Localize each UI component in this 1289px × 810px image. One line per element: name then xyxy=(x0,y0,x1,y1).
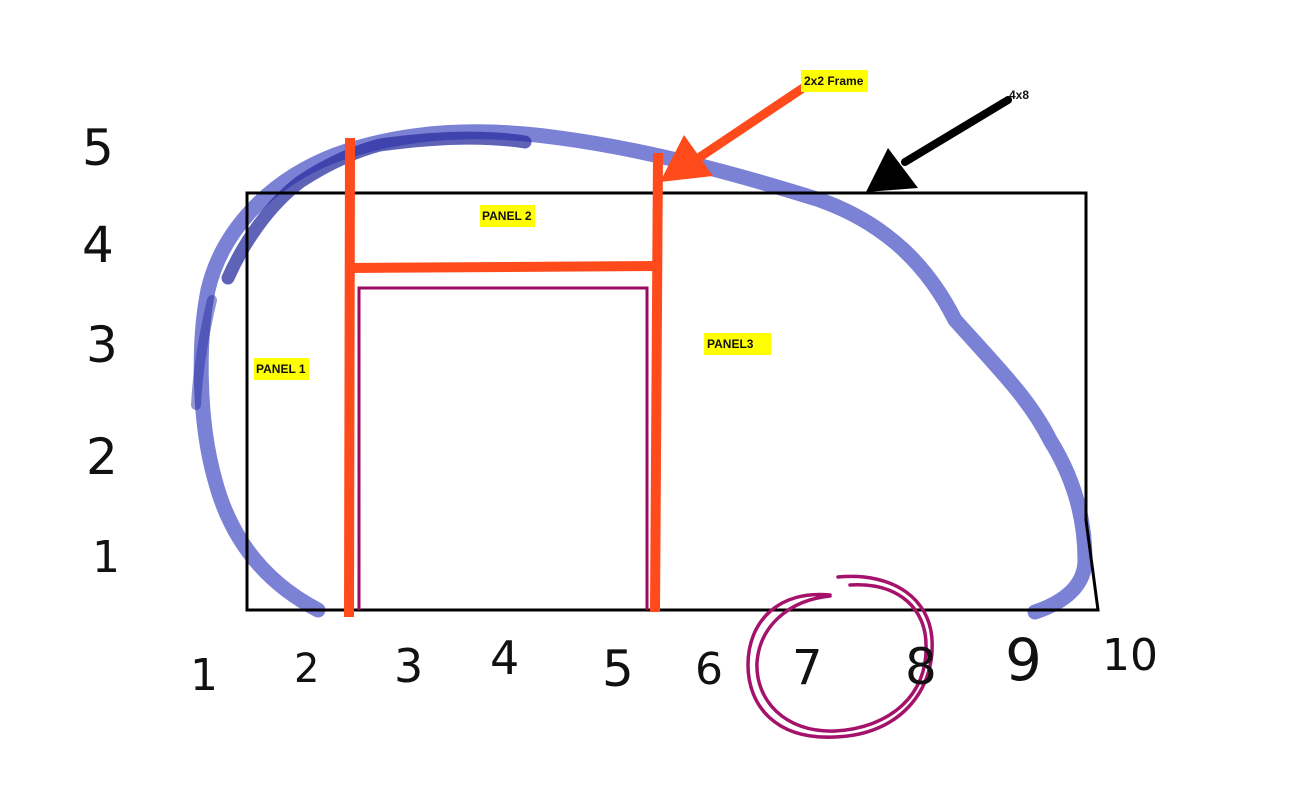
y-tick-1: 1 xyxy=(92,532,120,583)
x-tick-5: 5 xyxy=(602,640,634,698)
y-tick-3: 3 xyxy=(86,316,118,374)
label-panel-2: PANEL 2 xyxy=(480,205,535,227)
x-tick-4: 4 xyxy=(490,631,519,685)
label-panel-3-text: PANEL3 xyxy=(707,337,754,351)
frame-right-post xyxy=(650,152,663,613)
label-panel-2-text: PANEL 2 xyxy=(482,209,532,223)
magenta-circle xyxy=(746,574,934,739)
label-panel-1: PANEL 1 xyxy=(254,358,309,380)
label-2x2-frame: 2x2 Frame xyxy=(801,70,868,92)
frame-2x2 xyxy=(344,137,663,618)
frame-crossbar xyxy=(349,261,658,273)
frame-left-post xyxy=(344,137,355,618)
y-tick-5: 5 xyxy=(82,119,114,177)
y-tick-4: 4 xyxy=(82,216,114,274)
x-tick-6: 6 xyxy=(695,644,723,695)
orange-arrow xyxy=(660,83,808,182)
label-4x8-text: 4x8 xyxy=(1009,88,1029,102)
inner-panel-outline xyxy=(357,286,649,610)
label-2x2-frame-text: 2x2 Frame xyxy=(804,74,864,88)
y-axis-numbers: 5 4 3 2 1 xyxy=(82,119,120,583)
x-tick-1: 1 xyxy=(190,650,218,701)
x-tick-9: 9 xyxy=(1005,626,1042,694)
y-tick-2: 2 xyxy=(86,428,118,486)
blue-outline-dark-stroke-left xyxy=(191,295,217,410)
black-arrowhead xyxy=(866,148,918,192)
label-panel-3: PANEL3 xyxy=(704,333,771,355)
orange-arrowhead xyxy=(660,135,713,182)
black-arrow xyxy=(866,96,1012,192)
outer-4x8-rectangle xyxy=(245,191,1100,612)
x-axis-numbers: 1 2 3 4 5 6 7 8 9 10 xyxy=(190,626,1158,701)
x-tick-7: 7 xyxy=(792,640,823,696)
blue-outline-shape xyxy=(193,124,1093,620)
x-tick-10: 10 xyxy=(1102,630,1158,681)
x-tick-3: 3 xyxy=(394,639,423,693)
x-tick-2: 2 xyxy=(294,646,319,692)
label-4x8: 4x8 xyxy=(1009,88,1029,102)
x-tick-8: 8 xyxy=(905,638,937,696)
label-panel-1-text: PANEL 1 xyxy=(256,362,306,376)
